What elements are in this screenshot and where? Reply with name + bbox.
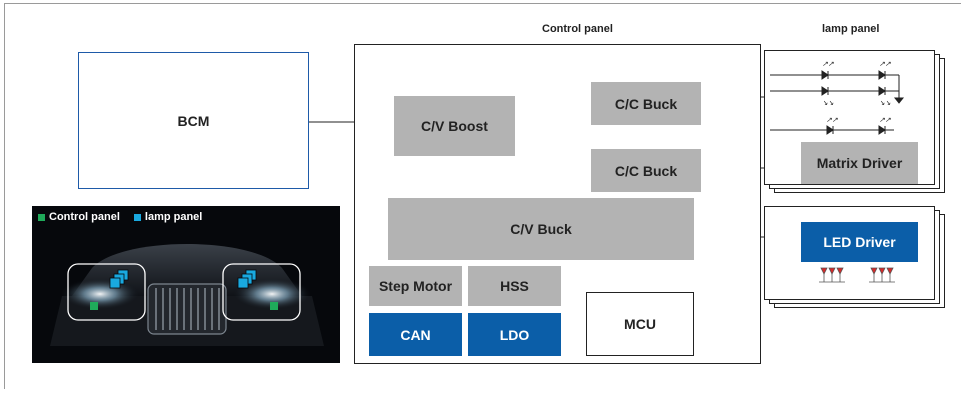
lamp-panel-marker-icon [109,269,257,289]
svg-text:↗↗: ↗↗ [879,61,891,68]
control-square-icon [38,213,45,221]
led-matrix-schematic: ↗↗ ↗↗ ↘↘ ↘↘ ↗↗ ↗↗ [770,61,905,135]
cc-buck-block-2: C/C Buck [591,149,701,192]
left-headlight-highlight [67,263,146,321]
legend-lamp-label: lamp panel [144,211,203,223]
cc-buck-label-2: C/C Buck [614,162,678,179]
diode-icon [821,70,829,80]
cv-boost-block: C/V Boost [394,96,515,156]
step-motor-block: Step Motor [369,266,462,306]
lamp-square-icon [133,213,141,221]
svg-text:↗↗: ↗↗ [879,117,891,124]
ground-arrow-icon [893,97,905,104]
svg-text:↗↗: ↗↗ [826,117,838,124]
control-panel-marker-icon [90,302,98,310]
right-headlight-highlight [222,263,301,321]
hss-label: HSS [500,278,529,294]
hss-block: HSS [468,266,561,306]
cv-buck-block: C/V Buck [388,198,694,260]
legend-control-panel: Control panel [38,211,120,223]
car-headlight-photo: Control panel lamp panel [32,206,340,363]
cv-boost-label: C/V Boost [421,118,488,134]
svg-text:↘↘: ↘↘ [879,100,891,107]
mcu-block: MCU [586,292,694,356]
ldo-block: LDO [468,313,561,356]
led-driver-label: LED Driver [823,234,896,250]
legend-control-label: Control panel [49,211,120,223]
cc-buck-block-1: C/C Buck [591,82,701,125]
control-panel-heading: Control panel [542,23,613,35]
diode-icon [878,86,886,96]
car-front-illustration [50,244,324,346]
diode-icon [826,125,834,135]
mcu-label: MCU [624,316,656,332]
led-driver-block: LED Driver [801,222,918,262]
control-panel-marker-icon [270,302,278,310]
diode-icon [878,125,886,135]
diode-icon [878,70,886,80]
can-label: CAN [400,326,431,343]
lamp-panel-heading: lamp panel [822,23,880,35]
svg-text:↗↗: ↗↗ [822,61,834,68]
cc-buck-label-1: C/C Buck [614,95,678,112]
cv-buck-label: C/V Buck [510,221,572,237]
matrix-driver-block: Matrix Driver [801,142,918,184]
diode-icon [821,86,829,96]
ldo-label: LDO [499,326,530,343]
led-array-icon [819,267,895,283]
photo-legend: Control panel lamp panel [38,211,202,223]
legend-lamp-panel: lamp panel [133,211,203,223]
svg-text:↘↘: ↘↘ [822,100,834,107]
can-block: CAN [369,313,462,356]
bcm-label: BCM [177,112,210,129]
bcm-block: BCM [78,52,309,189]
matrix-driver-label: Matrix Driver [816,155,903,171]
outer-frame [4,3,961,389]
step-motor-label: Step Motor [378,278,453,294]
